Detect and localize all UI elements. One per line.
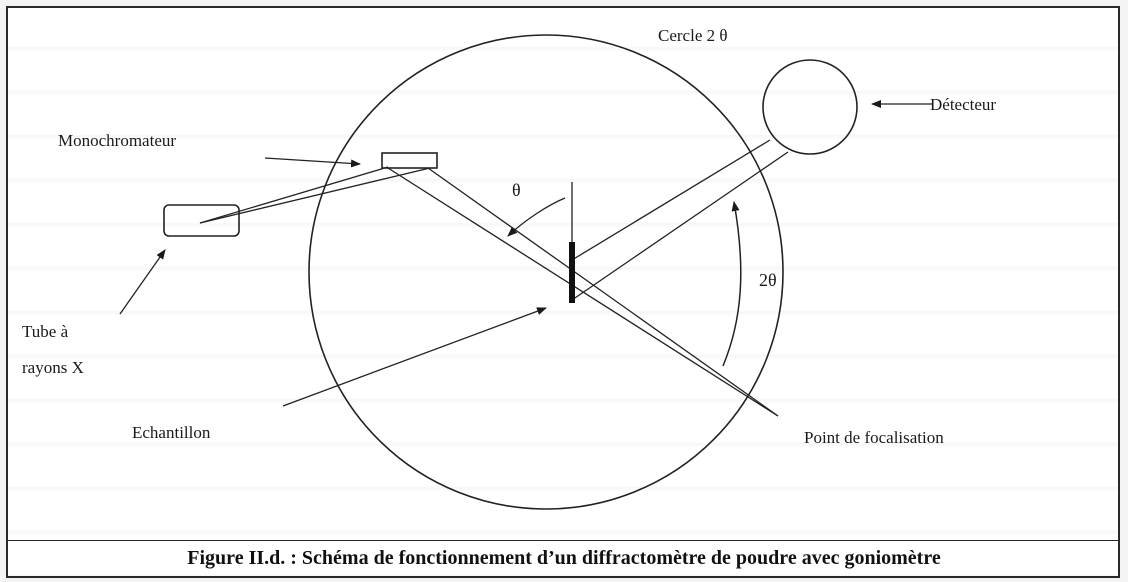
sample-label: Echantillon xyxy=(132,423,211,442)
goniometer-circle xyxy=(308,34,784,510)
caption-separator xyxy=(6,540,1120,541)
two-theta-arc xyxy=(722,201,742,367)
theta-label: θ xyxy=(512,180,521,200)
xray-tube xyxy=(163,204,240,237)
tube-label-line1: Tube à xyxy=(22,322,69,341)
focus-point-label: Point de focalisation xyxy=(804,428,944,447)
monochromator-crystal xyxy=(381,152,438,169)
theta-arc xyxy=(507,197,566,237)
beam-diffracted-1 xyxy=(571,139,771,261)
diagram-box xyxy=(6,6,1120,578)
detector-label: Détecteur xyxy=(930,95,997,114)
tube-label-line2: rayons X xyxy=(22,358,84,377)
arrow-sample xyxy=(282,307,547,407)
figure-caption: Figure II.d. : Schéma de fonctionnement … xyxy=(187,547,941,569)
detector-circle xyxy=(762,59,858,155)
beam-tube-mono-2 xyxy=(199,167,431,224)
two-theta-label: 2θ xyxy=(759,270,777,290)
arrow-monochromator xyxy=(264,157,361,168)
beam-diffracted-2 xyxy=(571,151,789,301)
circle-label: Cercle 2 θ xyxy=(658,26,728,45)
beam-tube-mono-1 xyxy=(199,166,389,224)
beam-mono-focus-2 xyxy=(427,167,779,417)
arrow-tube xyxy=(119,249,166,315)
monochromator-label: Monochromateur xyxy=(58,131,177,150)
